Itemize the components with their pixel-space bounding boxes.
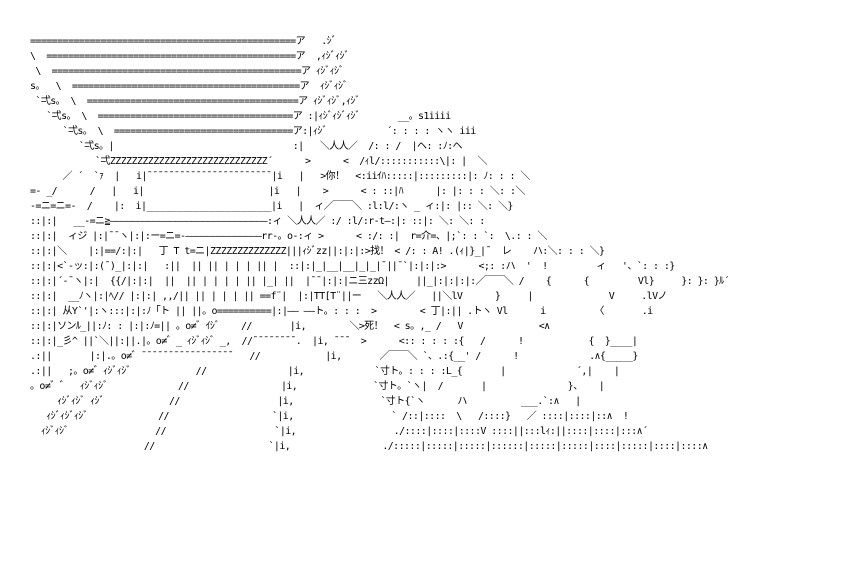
ascii-art-line: `弌s。 \ =================================… bbox=[30, 111, 451, 122]
ascii-art-line: `弌s。 \ =================================… bbox=[30, 96, 360, 107]
ascii-art-line: ::|:| 从Y`'|:ヽ:::|:|:ﾉ「ト || ||。o=========… bbox=[30, 306, 653, 317]
ascii-art-line: ========================================… bbox=[30, 36, 337, 47]
ascii-art-line: \ ======================================… bbox=[30, 66, 344, 77]
ascii-art-line: =- _/ / | i| |i | > < : ::|ﾊ |: |: : : ＼… bbox=[30, 186, 525, 197]
ascii-art-line: ／ ´ `ｧ | i|¯¯¯¯¯¯¯¯¯¯¯¯¯¯¯¯¯¯¯¯¯¯¯|i | >… bbox=[30, 171, 531, 182]
ascii-art-line: \ ======================================… bbox=[30, 51, 349, 62]
ascii-art-line: ::|:|＼ |:|==/:|:| 丁 T t=ニ|ZZZZZZZZZZZZZZ… bbox=[30, 246, 605, 257]
ascii-art-line: `弌ZZZZZZZZZZZZZZZZZZZZZZZZZZZZZ´ > < /ｨl… bbox=[30, 156, 487, 167]
ascii-art-line: ::|:|ソンﾙ_||:ﾉ: : |:|:ﾉ=|| 。o≠゛ｲｼﾞ // |i,… bbox=[30, 321, 550, 332]
ascii-art-line: .:|| ;。o≠゛ｨｼﾞｨｼﾞ // |i, `寸ト。: : : :L_{ |… bbox=[30, 366, 620, 377]
ascii-art-line: ::|:| __ﾉヽ|:|ﾍ// |:|:| ,,/|| || | | | ||… bbox=[30, 291, 668, 302]
ascii-art-line: ｨｼﾞｨｼﾞ ｨｼﾞ // |i, `寸ト{`ヽ ハ ___.`:∧ | bbox=[30, 396, 581, 407]
ascii-art-line: ::|:|_彡^ ||`＼||:||.|。o≠゛_ ｨｼﾞｨｼﾞ _, //¯¯… bbox=[30, 336, 638, 347]
ascii-art-line: `弌s。 \ =================================… bbox=[30, 126, 477, 137]
ascii-art-line: `弌s。| :| ＼人人／ /: : / |ヘ: :ﾉ:ヘ bbox=[30, 141, 463, 152]
ascii-art-line: // `|i, ./:::::|:::::|:::::|::::::|:::::… bbox=[30, 441, 708, 452]
ascii-art: ========================================… bbox=[30, 34, 730, 454]
ascii-art-line: ::|:| ィジ |:|¯¯ヽ|:|:ー=ニ=-――――――――――――――rr… bbox=[30, 231, 547, 242]
ascii-art-line: ｨｼﾞｨｼﾞ // `|i, ./::::|::::|::::V ::::||:… bbox=[30, 426, 648, 437]
ascii-art-line: ::|:| __-=ニ≧――――――――――――――――――――――――――――… bbox=[30, 216, 485, 227]
ascii-art-line: 。o≠゛゛ ｨｼﾞｨｼﾞ // |i, `寸ト。`ヽ| / | }、 | bbox=[30, 381, 605, 392]
ascii-art-line: .:|| |:|.。o≠゛¯¯¯¯¯¯¯¯¯¯¯¯¯¯¯¯¯ // |i, ／￣… bbox=[30, 351, 638, 362]
ascii-art-line: ::|:|<`‐ッ:|:(¯)_|:|:| :|| || || | | | ||… bbox=[30, 261, 675, 272]
ascii-art-line: ::|:|´-¯ヽ|:| {{/|:|:| || || | | | | || |… bbox=[30, 276, 730, 287]
ascii-art-line: s。 \ ===================================… bbox=[30, 81, 348, 92]
ascii-art-line: -=ニ=ニ=- / |: i|_______________________|i… bbox=[30, 201, 513, 212]
ascii-art-line: ｨｼﾞｨｼﾞｨｼﾞ // `|i, ` /::|:::: \ /::::} ／ … bbox=[30, 411, 629, 422]
